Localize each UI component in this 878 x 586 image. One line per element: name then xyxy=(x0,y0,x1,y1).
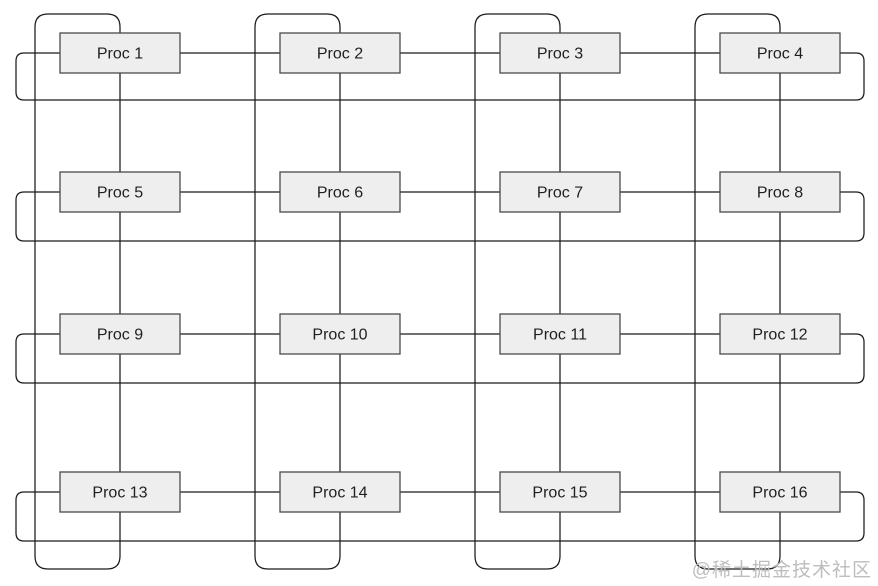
proc-node-label: Proc 8 xyxy=(757,185,803,202)
column-wraparound-link xyxy=(34,13,121,570)
proc-node-label: Proc 15 xyxy=(532,485,587,502)
proc-node-label: Proc 11 xyxy=(533,327,587,344)
proc-node-box xyxy=(719,171,841,213)
proc-node-box xyxy=(279,313,401,355)
proc-node-label: Proc 6 xyxy=(317,185,363,202)
proc-node-label: Proc 9 xyxy=(97,327,143,344)
proc-node-label: Proc 5 xyxy=(97,185,143,202)
proc-node-box xyxy=(499,32,621,74)
proc-node-box xyxy=(59,171,181,213)
proc-node-label: Proc 2 xyxy=(317,46,363,63)
proc-node-label: Proc 13 xyxy=(92,485,147,502)
column-wraparound-link xyxy=(694,13,781,570)
proc-node-box xyxy=(279,471,401,513)
proc-node-label: Proc 14 xyxy=(312,485,367,502)
row-wraparound-link xyxy=(15,52,865,101)
proc-node-label: Proc 3 xyxy=(537,46,583,63)
proc-node-box xyxy=(719,313,841,355)
row-wraparound-link xyxy=(15,191,865,242)
proc-node-label: Proc 12 xyxy=(752,327,807,344)
proc-node-box xyxy=(59,313,181,355)
proc-node-label: Proc 7 xyxy=(537,185,583,202)
proc-node-box xyxy=(499,171,621,213)
proc-node-label: Proc 10 xyxy=(312,327,367,344)
column-wraparound-link xyxy=(254,13,341,570)
proc-node-box xyxy=(59,32,181,74)
proc-node-box xyxy=(719,32,841,74)
proc-node-box xyxy=(719,471,841,513)
proc-node-box xyxy=(279,171,401,213)
row-wraparound-link xyxy=(15,333,865,384)
proc-node-box xyxy=(499,313,621,355)
proc-node-label: Proc 1 xyxy=(97,46,143,63)
proc-node-label: Proc 4 xyxy=(757,46,803,63)
proc-node-box xyxy=(59,471,181,513)
proc-node-box xyxy=(279,32,401,74)
proc-node-label: Proc 16 xyxy=(752,485,807,502)
proc-node-box xyxy=(499,471,621,513)
row-wraparound-link xyxy=(15,491,865,542)
column-wraparound-link xyxy=(474,13,561,570)
